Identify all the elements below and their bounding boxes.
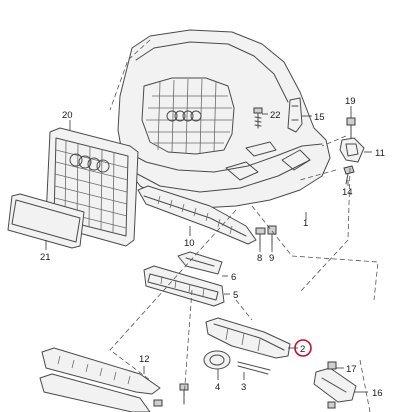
leader-lines <box>45 106 372 393</box>
strip-slots <box>157 195 233 235</box>
callout-22: 22 <box>270 110 281 121</box>
bolt-14 <box>343 165 355 185</box>
callout-12: 12 <box>139 354 150 365</box>
assembly-lines <box>109 39 379 412</box>
callout-21: 21 <box>40 252 51 263</box>
callout-9: 9 <box>269 253 274 264</box>
callout-2: 2 <box>300 344 305 355</box>
radiator-grille-mesh <box>53 139 129 234</box>
callout-14: 14 <box>342 187 353 198</box>
screw-22 <box>253 107 263 129</box>
trim-strip-3 <box>237 361 271 375</box>
fog-lamp-grille-2 <box>205 317 291 359</box>
bumper-grille-pattern <box>146 78 232 154</box>
clip-17 <box>327 361 337 370</box>
rings-logo-grille <box>69 153 110 173</box>
callout-6: 6 <box>231 272 236 283</box>
callout-15: 15 <box>314 112 325 123</box>
callout-4: 4 <box>215 382 220 393</box>
rings-logo-bumper <box>166 110 202 122</box>
callout-labels: 1 2 3 4 5 6 8 9 10 11 12 14 15 16 17 19 … <box>40 96 385 399</box>
callout-3: 3 <box>241 382 246 393</box>
highlight-circle <box>294 339 312 357</box>
mounting-bracket-15 <box>287 97 303 133</box>
license-plate-bracket <box>7 193 85 249</box>
callout-8: 8 <box>257 253 262 264</box>
callout-19: 19 <box>345 96 356 107</box>
callout-17: 17 <box>346 364 357 375</box>
bolt-19 <box>346 117 356 139</box>
callout-10: 10 <box>184 238 195 249</box>
underbody-trim <box>39 373 151 412</box>
bolt-16b <box>327 401 336 409</box>
lower-spoiler-strip <box>137 185 257 245</box>
callout-20: 20 <box>62 110 73 121</box>
bumper-cover <box>117 29 331 209</box>
callout-16: 16 <box>372 388 383 399</box>
lower-grille-insert-5 <box>143 265 225 307</box>
screw-8 <box>255 227 266 247</box>
callout-5: 5 <box>233 290 238 301</box>
clip-lower-left <box>153 399 163 407</box>
callout-1: 1 <box>303 218 308 229</box>
callout-11: 11 <box>375 148 385 159</box>
towing-eye-cover-11 <box>339 137 365 163</box>
bracket-6 <box>177 251 223 275</box>
fog-lamp-4 <box>203 350 231 370</box>
lower-spoiler-12 <box>41 347 161 395</box>
clip-9 <box>267 225 277 245</box>
